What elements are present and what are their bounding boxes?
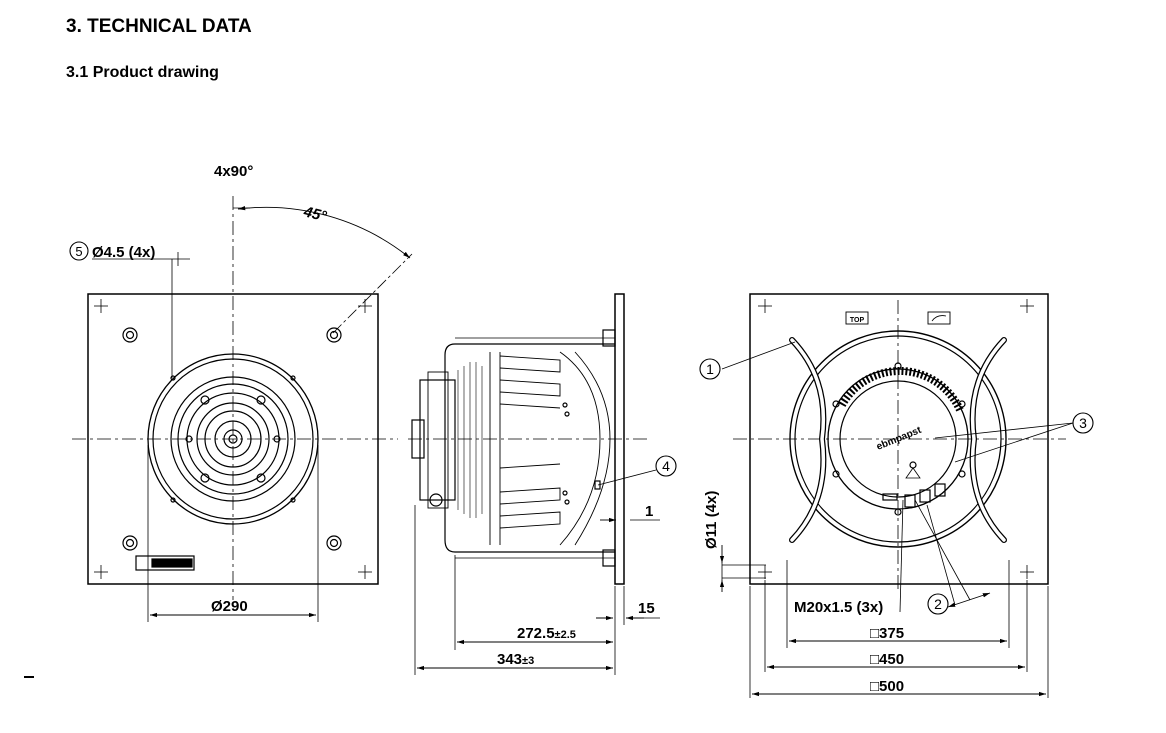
angle-pattern-label: 4x90° — [214, 163, 253, 180]
margin-dash — [24, 676, 34, 678]
square-375-label: □375 — [870, 625, 904, 642]
angle-label: 45° — [301, 203, 329, 225]
balloon-2: 2 — [927, 593, 949, 615]
balloon-3: 3 — [1072, 412, 1094, 434]
balloon-4: 4 — [655, 455, 677, 477]
rear-view — [719, 293, 1074, 698]
square-450-label: □450 — [870, 651, 904, 668]
hole-callout: Ø4.5 (4x) — [92, 244, 155, 261]
balloon-5: 5 — [69, 241, 89, 261]
svg-text:4: 4 — [662, 458, 670, 474]
inlet-diameter-label: Ø290 — [211, 598, 248, 615]
flange-gap-label: 1 — [645, 503, 653, 520]
top-mark-label: TOP — [850, 317, 865, 324]
svg-text:1: 1 — [706, 361, 714, 377]
balloon-1: 1 — [699, 358, 721, 380]
side-view — [408, 293, 660, 675]
thread-callout: M20x1.5 (3x) — [794, 599, 883, 616]
svg-text:2: 2 — [934, 596, 942, 612]
svg-text:3: 3 — [1079, 415, 1087, 431]
square-500-label: □500 — [870, 678, 904, 695]
section-title: 3. TECHNICAL DATA — [66, 16, 252, 37]
subsection-title: 3.1 Product drawing — [66, 64, 219, 81]
length-main-label: 272.5±2.5 — [517, 625, 576, 642]
slot-callout: Ø11 (4x) — [703, 491, 720, 549]
front-view — [72, 196, 413, 622]
length-total-label: 343±3 — [497, 651, 534, 668]
flange-thickness-label: 15 — [638, 600, 655, 617]
svg-text:5: 5 — [75, 244, 82, 259]
